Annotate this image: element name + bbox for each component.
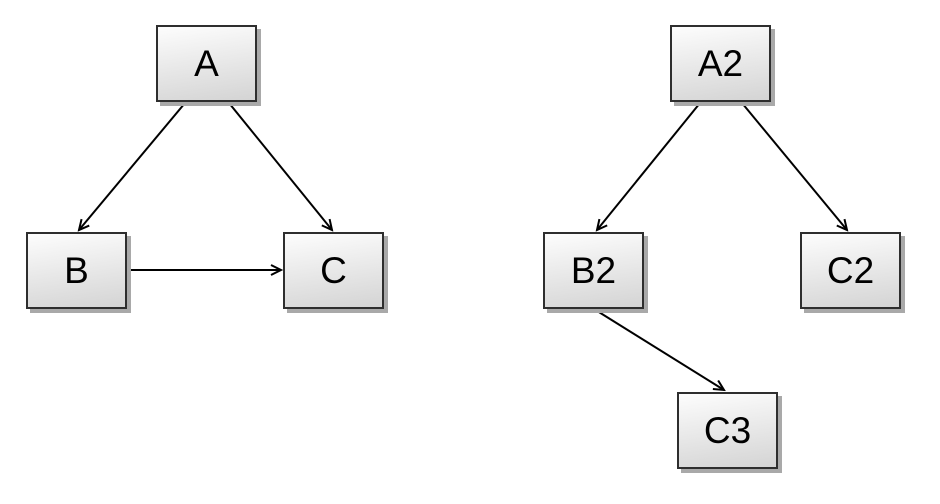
node-B2[interactable]: B2 [543,232,644,309]
node-C3[interactable]: C3 [677,392,778,469]
node-label-C3: C3 [703,410,752,451]
edge-A2-B2[interactable] [597,102,701,230]
node-label-A2: A2 [697,43,744,84]
node-A[interactable]: A [156,25,257,102]
edge-A2-C2[interactable] [741,102,847,230]
edge-A-B[interactable] [79,102,186,230]
node-C[interactable]: C [283,232,384,309]
node-label-A: A [194,43,219,84]
node-B[interactable]: B [26,232,127,309]
edge-B2-C3[interactable] [593,308,724,390]
edge-A-C[interactable] [228,102,332,230]
node-label-B2: B2 [570,250,617,291]
edges-group [79,102,847,390]
node-label-C: C [320,250,347,291]
node-A2[interactable]: A2 [670,25,771,102]
node-label-B: B [64,250,89,291]
node-C2[interactable]: C2 [800,232,901,309]
node-label-C2: C2 [826,250,875,291]
